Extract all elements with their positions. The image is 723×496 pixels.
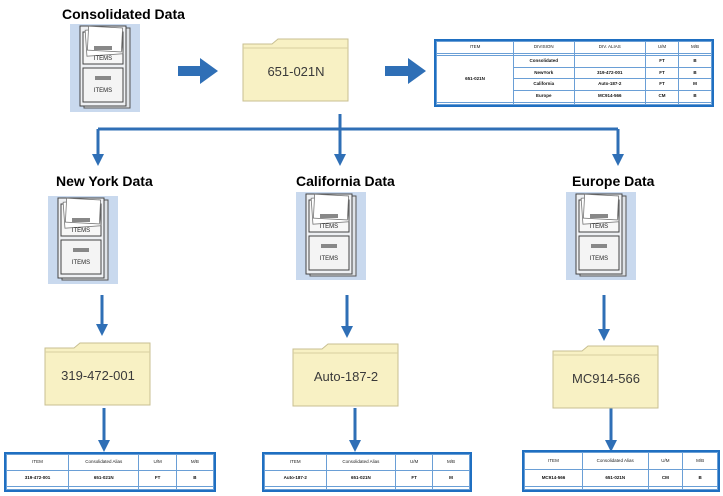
header-cell: DIV. ALIAS bbox=[573, 41, 646, 54]
svg-text:ITEMS: ITEMS bbox=[320, 224, 338, 230]
table-cell: FT bbox=[645, 54, 679, 68]
folder-label: Auto-187-2 bbox=[313, 369, 379, 384]
consolidated-folder: 651-021N bbox=[242, 38, 350, 102]
california-data-title: California Data bbox=[296, 173, 395, 189]
folder-label: 319-472-001 bbox=[61, 368, 135, 383]
table-cell: CM bbox=[645, 90, 679, 103]
table-cell: Consolidated bbox=[513, 54, 575, 68]
svg-text:ITEMS: ITEMS bbox=[72, 260, 90, 266]
new-york-data-title: New York Data bbox=[56, 173, 153, 189]
header-cell: U/M bbox=[395, 453, 434, 472]
folder-icon bbox=[292, 343, 399, 407]
header-cell: Consolidated Alias bbox=[581, 452, 649, 470]
file-cabinet-icon: ITEMS ITEMS bbox=[48, 196, 118, 284]
table-row: Auto-187-2 651-021N FT M bbox=[264, 470, 470, 488]
header-cell: M/B bbox=[175, 453, 215, 472]
table-cell: CM bbox=[647, 468, 684, 487]
header-cell: Consolidated Alias bbox=[325, 453, 397, 472]
file-cabinet-icon: ITEMS ITEMS bbox=[296, 192, 366, 280]
svg-text:ITEMS: ITEMS bbox=[320, 256, 338, 262]
table-cell: FT bbox=[395, 470, 434, 488]
table-cell: Europe bbox=[513, 90, 575, 103]
table-header-row: ITEM Consolidated Alias U/M M/B bbox=[5, 453, 215, 472]
table-cell: 651-021N bbox=[325, 470, 397, 488]
folder-label: MC914-566 bbox=[572, 371, 640, 386]
new-york-folder: 319-472-001 bbox=[44, 342, 152, 406]
header-cell: U/M bbox=[647, 452, 684, 470]
folder-icon bbox=[242, 38, 349, 102]
table-spacer-row bbox=[524, 485, 718, 491]
table-header-row: ITEM Consolidated Alias U/M M/B bbox=[264, 453, 470, 472]
svg-text:ITEMS: ITEMS bbox=[72, 228, 90, 234]
table-cell: B bbox=[678, 54, 712, 68]
table-header-row: ITEM DIVISION DIV. ALIAS U/M M/B bbox=[436, 41, 712, 54]
header-cell: U/M bbox=[138, 453, 177, 472]
table-cell: B bbox=[682, 468, 718, 487]
table-cell: B bbox=[678, 66, 712, 80]
table-cell: California bbox=[513, 78, 575, 92]
header-cell: M/B bbox=[682, 452, 718, 470]
svg-text:ITEMS: ITEMS bbox=[94, 56, 112, 62]
europe-table: ITEM Consolidated Alias U/M M/B MC914-56… bbox=[522, 450, 720, 492]
table-cell: NewYork bbox=[513, 66, 575, 80]
table-cell bbox=[573, 54, 646, 68]
folder-icon bbox=[44, 342, 151, 406]
consolidated-table: ITEM DIVISION DIV. ALIAS U/M M/B 651-021… bbox=[434, 39, 714, 107]
table-cell: FT bbox=[645, 78, 679, 92]
table-cell: 319-472-001 bbox=[573, 66, 646, 80]
table-row: MC914-566 651-021N CM B bbox=[524, 468, 718, 487]
table-spacer-row bbox=[436, 101, 712, 106]
header-cell: ITEM bbox=[524, 452, 583, 470]
file-cabinet-icon: ITEMS ITEMS bbox=[566, 192, 636, 280]
svg-text:ITEMS: ITEMS bbox=[590, 256, 608, 262]
table-row: Europe MC914-566 CM B bbox=[437, 90, 712, 103]
table-row: 651-021N Consolidated FT B bbox=[436, 54, 712, 103]
header-cell: DIVISION bbox=[513, 41, 575, 54]
table-cell: 651-021N bbox=[581, 468, 649, 487]
arrow-folder-to-table bbox=[385, 58, 426, 84]
header-cell: M/B bbox=[432, 453, 470, 472]
header-cell: M/B bbox=[678, 41, 712, 54]
europe-folder: MC914-566 bbox=[552, 345, 660, 409]
california-folder: Auto-187-2 bbox=[292, 343, 400, 407]
arrow-cabinet-to-folder bbox=[178, 58, 218, 84]
table-spacer-row bbox=[436, 52, 712, 56]
header-cell: U/M bbox=[645, 41, 679, 54]
table-cell: 319-472-001 bbox=[5, 470, 70, 488]
folder-icon bbox=[552, 345, 659, 409]
table-header-row: ITEM Consolidated Alias U/M M/B bbox=[524, 452, 718, 470]
table-cell: MC914-566 bbox=[573, 90, 646, 103]
table-cell: 651-021N bbox=[68, 470, 140, 488]
svg-text:ITEMS: ITEMS bbox=[590, 224, 608, 230]
header-cell: ITEM bbox=[264, 453, 327, 472]
header-cell: ITEM bbox=[436, 41, 514, 54]
california-table: ITEM Consolidated Alias U/M M/B Auto-187… bbox=[262, 452, 472, 492]
file-cabinet-icon: ITEMS ITEMS bbox=[70, 24, 140, 112]
item-cell: 651-021N bbox=[436, 54, 514, 103]
table-cell: M bbox=[432, 470, 470, 488]
table-spacer-row bbox=[5, 486, 215, 490]
table-cell: FT bbox=[645, 66, 679, 80]
folder-label: 651-021N bbox=[267, 64, 325, 79]
table-cell: Auto-187-2 bbox=[264, 470, 327, 488]
europe-data-title: Europe Data bbox=[572, 173, 655, 189]
table-cell: MC914-566 bbox=[524, 468, 583, 487]
table-cell: Auto-187-2 bbox=[573, 78, 646, 92]
table-row: 319-472-001 651-021N FT B bbox=[5, 470, 215, 488]
new-york-table: ITEM Consolidated Alias U/M M/B 319-472-… bbox=[4, 452, 216, 492]
header-cell: ITEM bbox=[5, 453, 70, 472]
table-cell: B bbox=[175, 470, 215, 488]
table-spacer-row bbox=[264, 486, 470, 490]
table-cell: FT bbox=[138, 470, 177, 488]
header-cell: Consolidated Alias bbox=[68, 453, 140, 472]
svg-text:ITEMS: ITEMS bbox=[94, 88, 112, 94]
table-cell: M bbox=[678, 78, 712, 92]
table-cell: B bbox=[678, 90, 712, 103]
consolidated-data-title: Consolidated Data bbox=[62, 6, 185, 22]
